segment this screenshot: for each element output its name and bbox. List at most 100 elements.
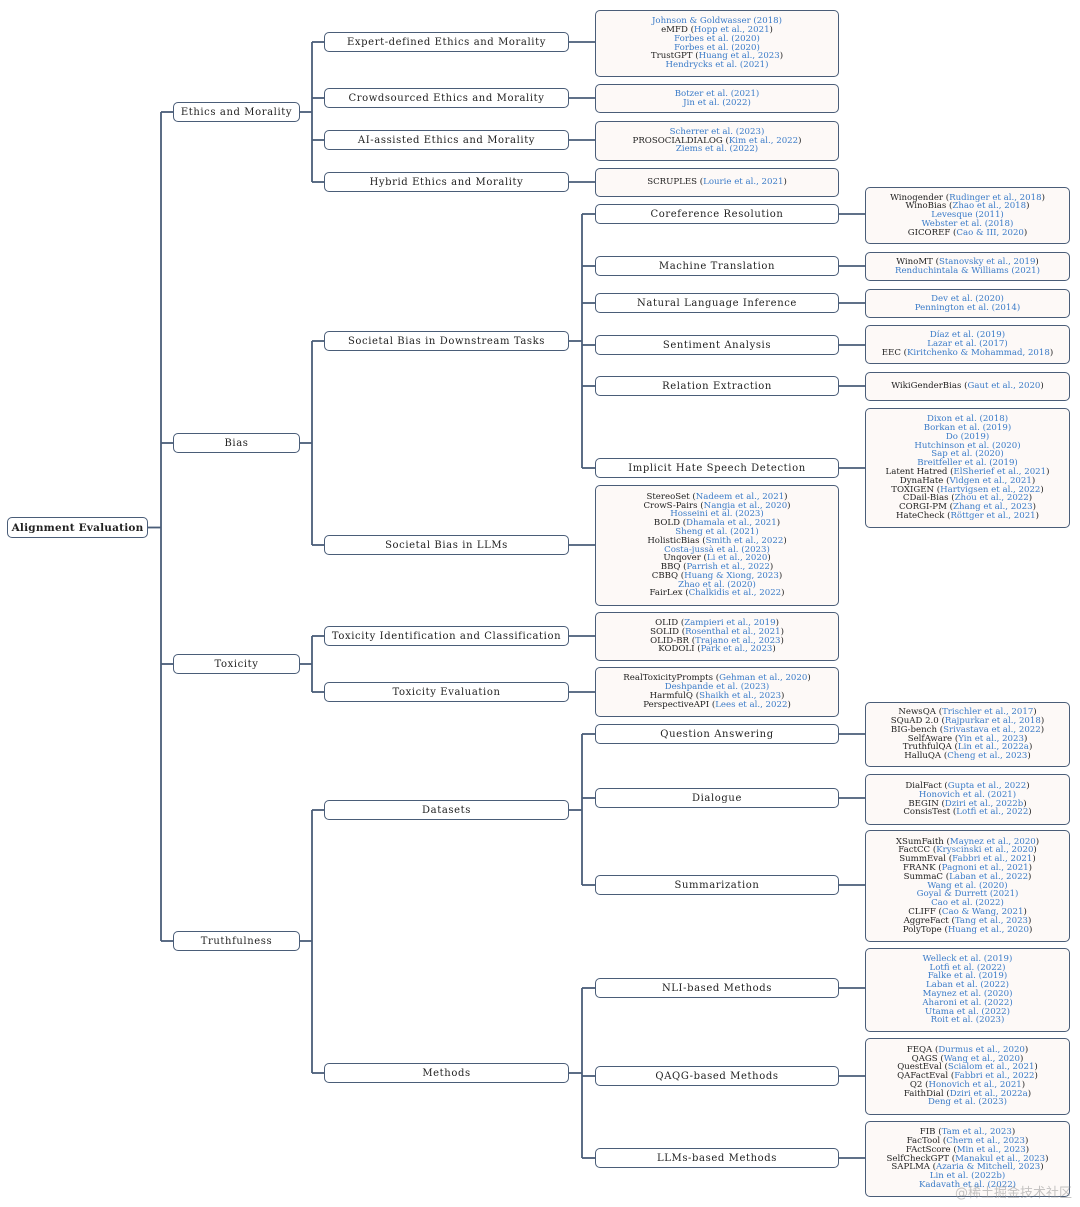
refs-sentiment-analysis: Díaz et al. (2019)Lazar et al. (2017)EEC… (865, 325, 1070, 364)
reference-entry: PerspectiveAPI (Lees et al., 2022) (643, 699, 791, 710)
refs-coreference-resolution: Winogender (Rudinger et al., 2018)WinoBi… (865, 187, 1070, 244)
subgroup-coreference-resolution: Coreference Resolution (595, 204, 839, 224)
reference-entry: FRANK (Pagnoni et al., 2021) (903, 863, 1032, 873)
reference-entry: Forbes et al. (2020) (674, 33, 760, 44)
reference-entry: Renduchintala & Williams (2021) (895, 265, 1040, 276)
category-bias: Bias (173, 433, 300, 453)
reference-entry: CORGI-PM (Zhang et al., 2023) (899, 502, 1036, 513)
reference-entry: Levesque (2011) (931, 210, 1004, 221)
reference-entry: Wang et al. (2020) (927, 880, 1008, 891)
reference-entry: Unqover (Li et al., 2020) (663, 553, 771, 564)
group-societal-bias-in-llms: Societal Bias in LLMs (324, 535, 569, 555)
reference-entry: Botzer et al. (2021) (674, 88, 760, 99)
category-toxicity: Toxicity (173, 654, 300, 674)
reference-entry: FEQA (Durmus et al., 2020) (906, 1044, 1029, 1055)
reference-entry: Maynez et al. (2020) (922, 989, 1013, 999)
reference-entry: FacTool (Chern et al., 2023) (906, 1136, 1029, 1146)
group-toxicity-evaluation: Toxicity Evaluation (324, 682, 569, 702)
reference-entry: PROSOCIALDIALOG (Kim et al., 2022) (632, 135, 802, 146)
reference-entry: Lin et al. (2022b) (929, 1171, 1006, 1182)
subgroup-implicit-hate-speech-detection: Implicit Hate Speech Detection (595, 458, 839, 478)
reference-entry: WinoMT (Stanovsky et al., 2019) (896, 256, 1039, 267)
group-ai-assisted-ethics-and-morality: AI-assisted Ethics and Morality (324, 130, 569, 150)
reference-entry: Roit et al. (2023) (930, 1015, 1005, 1026)
reference-entry: Aharoni et al. (2022) (922, 997, 1013, 1008)
reference-entry: Hosseini et al. (2023) (670, 509, 764, 520)
reference-entry: SelfAware (Yin et al., 2023) (907, 733, 1028, 744)
refs-llms-based-methods: FIB (Tam et al., 2023)FacTool (Chern et … (865, 1121, 1070, 1197)
refs-toxicity-evaluation: RealToxicityPrompts (Gehman et al., 2020… (595, 667, 839, 717)
reference-entry: Deshpande et al. (2023) (664, 682, 770, 693)
reference-entry: Zhao et al. (2020) (678, 579, 756, 590)
reference-entry: QuestEval (Scialom et al., 2021) (897, 1062, 1038, 1073)
reference-entry: FActScore (Min et al., 2023) (905, 1144, 1030, 1155)
subgroup-sentiment-analysis: Sentiment Analysis (595, 335, 839, 355)
refs-expert-defined-ethics-and-morality: Johnson & Goldwasser (2018)eMFD (Hopp et… (595, 10, 839, 77)
reference-entry: WikiGenderBias (Gaut et al., 2020) (891, 381, 1044, 392)
reference-entry: QAGS (Wang et al., 2020) (911, 1053, 1024, 1064)
reference-entry: SAPLMA (Azaria & Mitchell, 2023) (891, 1162, 1044, 1173)
reference-entry: TOXIGEN (Hartvigsen et al., 2022) (891, 484, 1044, 495)
refs-question-answering: NewsQA (Trischler et al., 2017)SQuAD 2.0… (865, 702, 1070, 767)
subgroup-llms-based-methods: LLMs-based Methods (595, 1148, 839, 1168)
subgroup-dialogue: Dialogue (595, 788, 839, 808)
reference-entry: Pennington et al. (2014) (914, 302, 1021, 313)
reference-entry: TruthfulQA (Lin et al., 2022a) (902, 742, 1033, 753)
reference-entry: SOLID (Rosenthal et al., 2021) (650, 626, 784, 637)
refs-nli-based-methods: Welleck et al. (2019)Lotfi et al. (2022)… (865, 948, 1070, 1032)
reference-entry: EEC (Kiritchenko & Mohammad, 2018) (881, 347, 1054, 358)
reference-entry: CDail-Bias (Zhou et al., 2022) (902, 493, 1033, 504)
reference-entry: Do (2019) (945, 431, 990, 442)
reference-entry: BIG-bench (Srivastava et al., 2022) (890, 724, 1045, 735)
refs-ai-assisted-ethics-and-morality: Scherrer et al. (2023)PROSOCIALDIALOG (K… (595, 121, 839, 161)
group-crowdsourced-ethics-and-morality: Crowdsourced Ethics and Morality (324, 88, 569, 108)
reference-entry: NewsQA (Trischler et al., 2017) (898, 707, 1037, 718)
refs-qaqg-based-methods: FEQA (Durmus et al., 2020)QAGS (Wang et … (865, 1038, 1070, 1115)
refs-toxicity-identification-and-classification: OLID (Zampieri et al., 2019)SOLID (Rosen… (595, 612, 839, 661)
reference-entry: Forbes et al. (2020) (674, 42, 760, 53)
group-expert-defined-ethics-and-morality: Expert-defined Ethics and Morality (324, 32, 569, 52)
subgroup-machine-translation: Machine Translation (595, 256, 839, 276)
reference-entry: FactCC (Kryscinski et al., 2020) (898, 845, 1037, 856)
refs-implicit-hate-speech-detection: Dixon et al. (2018)Borkan et al. (2019)D… (865, 408, 1070, 528)
reference-entry: FairLex (Chalkidis et al., 2022) (649, 588, 785, 599)
group-datasets: Datasets (324, 800, 569, 820)
reference-entry: SummaC (Laban et al., 2022) (903, 871, 1032, 882)
reference-entry: SummEval (Fabbri et al., 2021) (899, 854, 1036, 865)
reference-entry: Utama et al. (2022) (924, 1006, 1010, 1017)
reference-entry: HateCheck (Röttger et al., 2021) (895, 510, 1039, 521)
reference-entry: Deng et al. (2023) (928, 1097, 1007, 1108)
reference-entry: HalluQA (Cheng et al., 2023) (904, 751, 1031, 762)
category-ethics-and-morality: Ethics and Morality (173, 102, 300, 122)
reference-entry: Winogender (Rudinger et al., 2018) (890, 192, 1045, 203)
reference-entry: SQuAD 2.0 (Rajpurkar et al., 2018) (890, 715, 1045, 726)
subgroup-qaqg-based-methods: QAQG-based Methods (595, 1066, 839, 1086)
reference-entry: Lotfi et al. (2022) (929, 962, 1006, 973)
reference-entry: FIB (Tam et al., 2023) (919, 1127, 1016, 1138)
root-node: Alignment Evaluation (7, 517, 148, 538)
reference-entry: eMFD (Hopp et al., 2021) (661, 24, 773, 35)
reference-entry: Kadavath et al. (2022) (918, 1179, 1017, 1190)
reference-entry: Jin et al. (2022) (683, 97, 751, 108)
group-toxicity-identification-and-classification: Toxicity Identification and Classificati… (324, 626, 569, 646)
subgroup-relation-extraction: Relation Extraction (595, 376, 839, 396)
reference-entry: Hutchinson et al. (2020) (914, 440, 1021, 451)
reference-entry: SelfCheckGPT (Manakul et al., 2023) (886, 1153, 1049, 1164)
subgroup-nli-based-methods: NLI-based Methods (595, 978, 839, 998)
reference-entry: Cao et al. (2022) (931, 898, 1004, 909)
reference-entry: Breitfeller et al. (2019) (917, 458, 1018, 469)
reference-entry: Welleck et al. (2019) (922, 953, 1013, 964)
reference-entry: Honovich et al. (2021) (918, 789, 1017, 800)
reference-entry: Latent Hatred (ElSherief et al., 2021) (885, 467, 1050, 477)
reference-entry: Díaz et al. (2019) (929, 330, 1006, 341)
group-methods: Methods (324, 1063, 569, 1083)
reference-entry: Laban et al. (2022) (926, 980, 1009, 991)
refs-dialogue: DialFact (Gupta et al., 2022)Honovich et… (865, 774, 1070, 825)
reference-entry: CBBQ (Huang & Xiong, 2023) (651, 570, 783, 581)
group-hybrid-ethics-and-morality: Hybrid Ethics and Morality (324, 172, 569, 192)
reference-entry: TrustGPT (Huang et al., 2023) (650, 51, 784, 62)
reference-entry: PolyTope (Huang et al., 2020) (902, 924, 1033, 935)
reference-entry: OLID-BR (Trajano et al., 2023) (650, 635, 784, 646)
